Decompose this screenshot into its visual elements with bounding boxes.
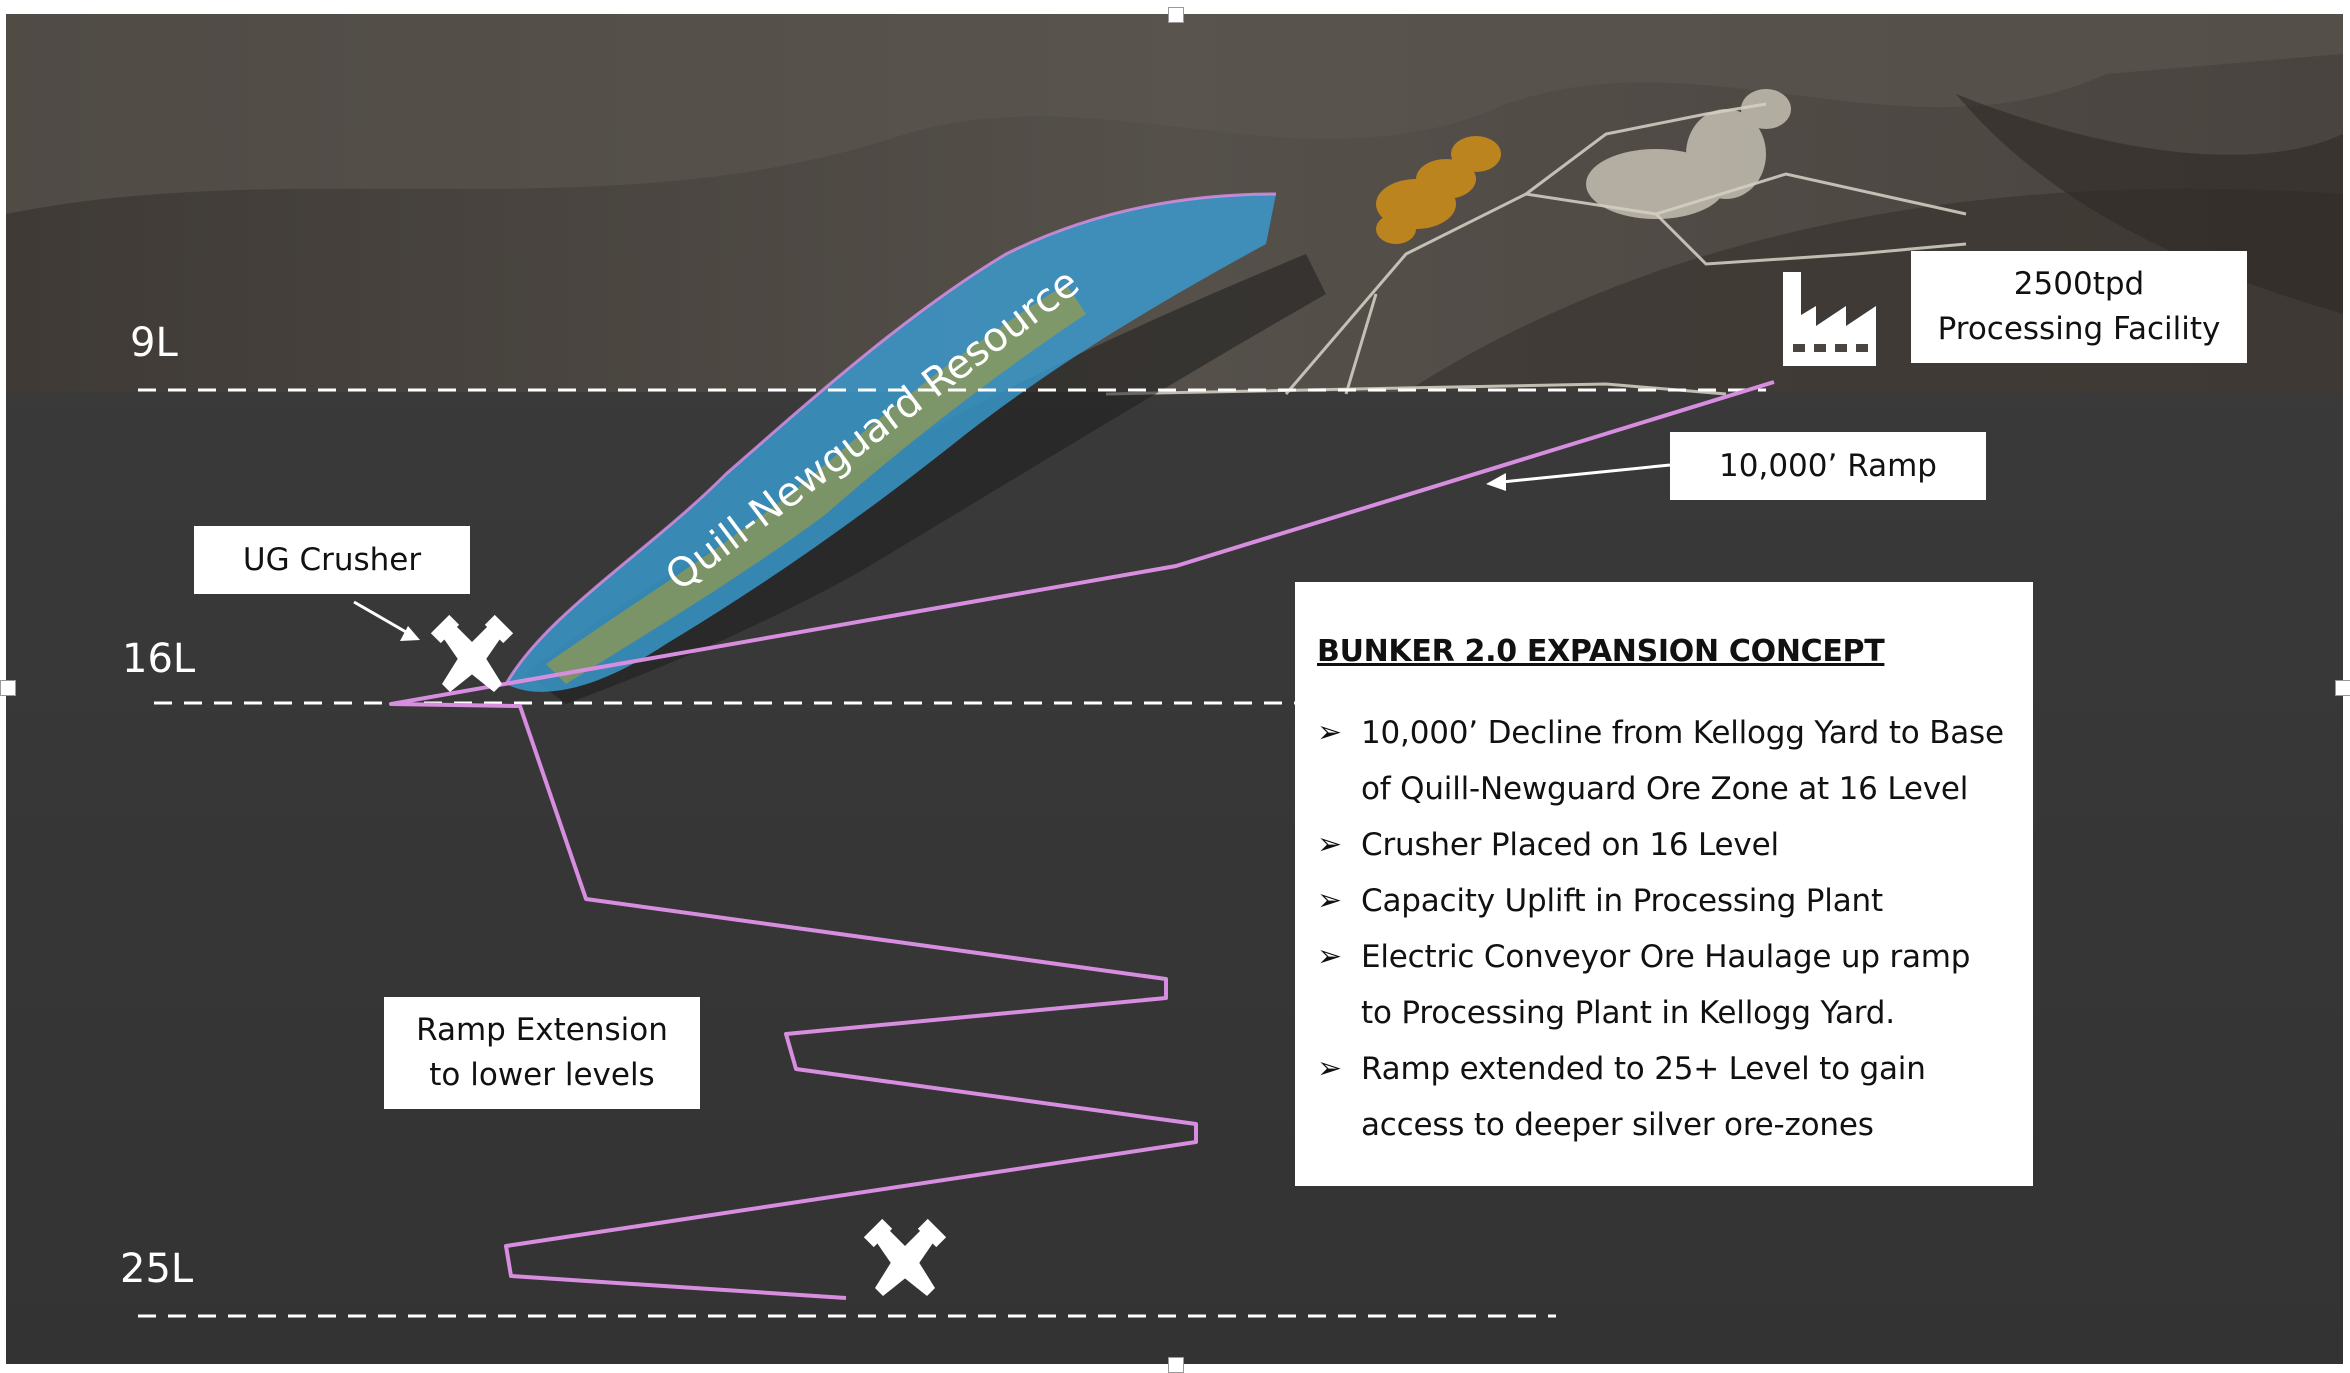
crusher-arrow-head <box>400 626 420 641</box>
concept-bullet-text: Electric Conveyor Ore Haulage up ramp to… <box>1361 939 1971 1031</box>
pick-hammer-icon-16l <box>430 614 514 692</box>
level-9-label: 9L <box>130 320 178 366</box>
terrain-ridge <box>6 14 2343 214</box>
processing-facility-line2: Processing Facility <box>1937 311 2221 347</box>
ramp-arrow-line <box>1501 463 1671 484</box>
resource-outline <box>504 192 1277 685</box>
resize-handle-bottom[interactable] <box>1168 1357 1184 1373</box>
processing-facility-callout: 2500tpd Processing Facility <box>1911 251 2247 363</box>
concept-bullet-text: Crusher Placed on 16 Level <box>1361 827 1779 863</box>
concept-bullet-text: Capacity Uplift in Processing Plant <box>1361 883 1883 919</box>
ramp-arrow-head <box>1486 473 1506 491</box>
processing-facility-line1: 2500tpd <box>2013 266 2145 302</box>
level-25-label: 25L <box>120 1246 194 1292</box>
mine-scene: Quill-Newguard Resource 9L 16L 25L 2500t… <box>6 14 2343 1364</box>
concept-bullet: ➢ Crusher Placed on 16 Level <box>1317 817 2009 873</box>
ug-crusher-callout: UG Crusher <box>194 526 470 594</box>
crusher-arrow-line <box>353 600 407 634</box>
concept-bullet: ➢ Electric Conveyor Ore Haulage up ramp … <box>1317 929 2009 1041</box>
concept-bullet: ➢ Ramp extended to 25+ Level to gain acc… <box>1317 1041 2009 1153</box>
concept-title: BUNKER 2.0 EXPANSION CONCEPT <box>1317 634 1885 669</box>
arrow-bullet-icon: ➢ <box>1317 715 1342 750</box>
ramp-extension-line2: to lower levels <box>429 1057 655 1093</box>
resource-ore-texture <box>546 284 1086 684</box>
orange-ore-zone <box>1376 136 1501 244</box>
mine-workings-cluster <box>1586 89 1791 219</box>
resize-handle-left[interactable] <box>0 680 16 696</box>
level-16-label: 16L <box>122 636 196 682</box>
concept-bullet: ➢ 10,000’ Decline from Kellogg Yard to B… <box>1317 705 2009 817</box>
ramp-line <box>389 380 1775 1300</box>
concept-bullet-text: 10,000’ Decline from Kellogg Yard to Bas… <box>1361 715 2004 807</box>
ramp-callout: 10,000’ Ramp <box>1670 432 1986 500</box>
resize-handle-top[interactable] <box>1168 7 1184 23</box>
concept-bullet-text: Ramp extended to 25+ Level to gain acces… <box>1361 1051 1926 1143</box>
factory-icon <box>1783 272 1876 366</box>
pick-hammer-icon-25l <box>863 1218 947 1296</box>
concept-bullet: ➢ Capacity Uplift in Processing Plant <box>1317 873 2009 929</box>
arrow-bullet-icon: ➢ <box>1317 1051 1342 1086</box>
arrow-bullet-icon: ➢ <box>1317 939 1342 974</box>
arrow-bullet-icon: ➢ <box>1317 883 1342 918</box>
arrow-bullet-icon: ➢ <box>1317 827 1342 862</box>
ramp-extension-line1: Ramp Extension <box>416 1012 668 1048</box>
resize-handle-right[interactable] <box>2335 680 2350 696</box>
ramp-extension-callout: Ramp Extension to lower levels <box>384 997 700 1109</box>
expansion-concept-box: BUNKER 2.0 EXPANSION CONCEPT ➢ 10,000’ D… <box>1295 582 2033 1186</box>
